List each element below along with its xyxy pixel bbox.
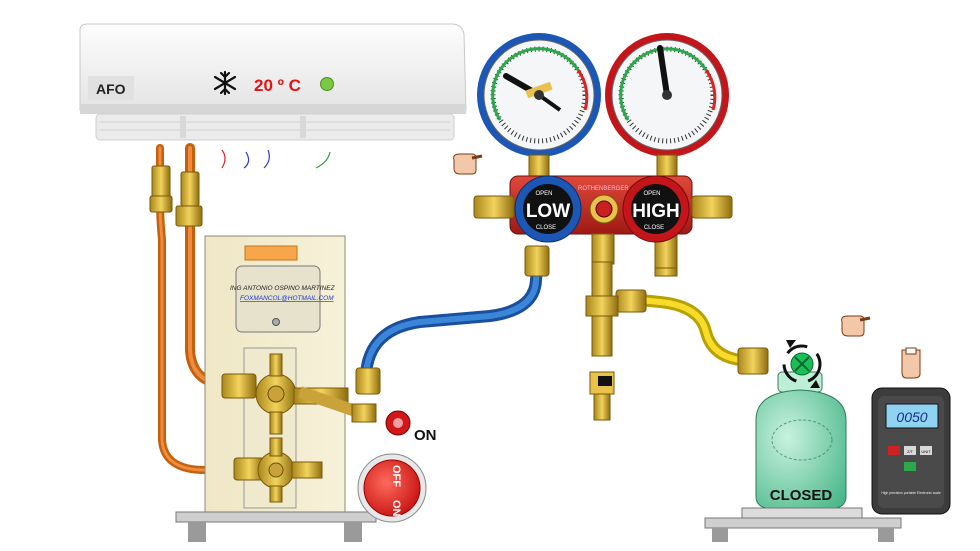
manifold-body: ROTHENBERGER — [474, 176, 732, 270]
scale-key-zt: Z/T — [907, 449, 914, 454]
tank-scale-base — [705, 508, 901, 542]
pointing-hand-icon[interactable] — [902, 348, 920, 378]
pointing-hand-icon[interactable] — [842, 316, 870, 336]
electronic-scale: 0050 Z/T UNIT High precision portable El… — [872, 388, 950, 514]
pointing-hand-icon[interactable] — [454, 154, 482, 174]
author-label: ING ANTONIO OSPINO MARTINEZ — [230, 285, 336, 292]
high-label: HIGH — [632, 201, 680, 222]
low-pressure-gauge — [477, 33, 601, 157]
button-off-label: OFF — [390, 465, 402, 487]
scale-caption: High precision portable Electronic scale — [881, 491, 940, 495]
email-link[interactable]: FOXMANCOL@HOTMAIL.COM — [240, 295, 334, 302]
low-open-label: OPEN — [535, 191, 552, 197]
yellow-hose — [640, 300, 740, 360]
access-valve-knob[interactable] — [386, 411, 410, 435]
high-open-label: OPEN — [643, 191, 660, 197]
low-valve-knob[interactable]: LOW OPEN CLOSE — [515, 176, 581, 242]
off-on-button[interactable]: OFF ON — [358, 454, 426, 522]
scale-key-unit: UNIT — [921, 449, 931, 454]
high-pressure-gauge — [605, 33, 729, 157]
ac-brand-label: AFO — [96, 81, 126, 97]
blue-hose — [366, 258, 538, 388]
ac-temperature: 20 º C — [254, 76, 301, 95]
indoor-ac-unit: AFO 20 º C — [80, 24, 466, 168]
manifold-brand: ROTHENBERGER — [578, 186, 629, 192]
refrigerant-tank: CLOSED — [756, 372, 846, 508]
low-label: LOW — [526, 201, 570, 222]
scale-display: 0050 — [896, 409, 927, 425]
valve-state-label: ON — [414, 427, 437, 444]
tank-status-label: CLOSED — [770, 487, 833, 504]
button-on-label: ON — [390, 500, 402, 517]
high-valve-knob[interactable]: HIGH OPEN CLOSE — [623, 176, 689, 242]
power-led — [321, 78, 334, 91]
vacuum-adapter — [586, 262, 677, 420]
low-close-label: CLOSE — [536, 225, 556, 231]
high-close-label: CLOSE — [644, 225, 664, 231]
